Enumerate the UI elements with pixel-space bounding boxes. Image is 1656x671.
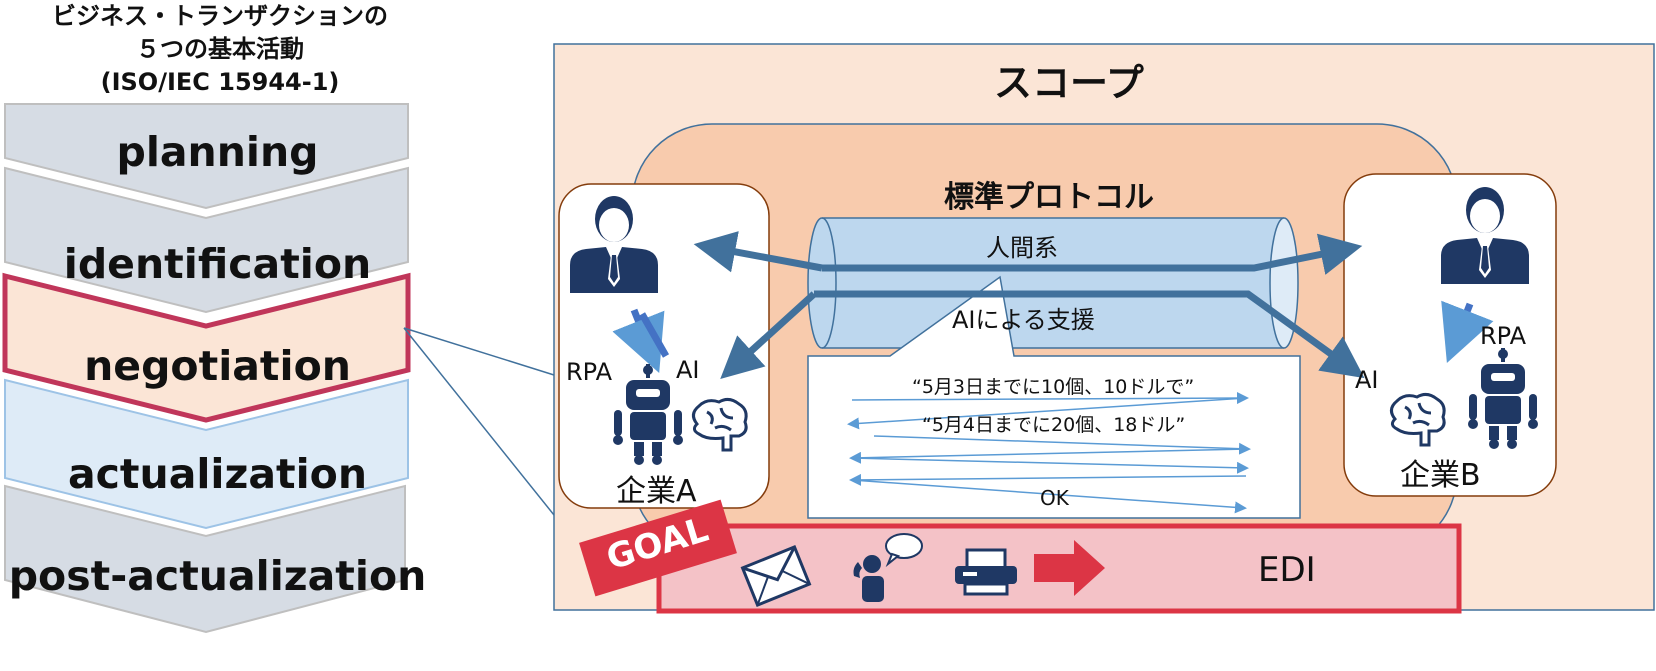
envelope-icon — [740, 545, 812, 607]
company-b-ai-label: AI — [1355, 366, 1379, 394]
ai-flow-arrow — [814, 290, 1365, 379]
robot-icon — [613, 364, 683, 465]
protocol-title: 標準プロトコル — [944, 180, 1154, 215]
step-post-actualization-label: post-actualization — [8, 552, 427, 600]
human-flow-arrow — [822, 233, 1363, 275]
human-channel-label: 人間系 — [986, 234, 1058, 262]
company-a-name: 企業A — [616, 474, 697, 509]
swap-arrows-icon — [612, 308, 670, 373]
callout-line-bottom — [403, 327, 555, 516]
person-icon-b — [1441, 187, 1529, 284]
chevron-planning — [4, 103, 409, 210]
message-arrows — [847, 392, 1251, 514]
scope-title: スコープ — [994, 61, 1144, 105]
company-a-rpa-label: RPA — [566, 358, 613, 386]
swap-arrows-icon-b — [1441, 300, 1494, 364]
phone-person-icon — [853, 533, 923, 602]
company-a-ai-label: AI — [676, 356, 700, 384]
title-line-3: (ISO/IEC 15944-1) — [100, 68, 340, 96]
chevron-actualization — [4, 378, 409, 530]
activity-chevrons — [2, 103, 411, 634]
chevron-identification — [4, 166, 409, 314]
callout-line-top — [403, 327, 555, 376]
arrow-right-icon — [1034, 540, 1105, 596]
edi-label: EDI — [1258, 550, 1316, 590]
goal-badge — [579, 499, 737, 597]
brain-icon-b — [1390, 392, 1446, 447]
message-ok: OK — [1040, 486, 1069, 510]
ai-support-label: AIによる支援 — [952, 306, 1095, 334]
company-b-rpa-label: RPA — [1480, 322, 1527, 350]
title-line-1: ビジネス・トランザクションの — [52, 2, 388, 30]
person-icon — [570, 196, 658, 293]
step-actualization-label: actualization — [67, 450, 368, 498]
fax-icon — [955, 548, 1017, 596]
human-flow-arrow-back — [693, 231, 823, 273]
message-2: “5月4日までに20個、18ドル” — [922, 414, 1186, 436]
step-negotiation-label: negotiation — [84, 342, 351, 390]
brain-icon — [692, 397, 748, 452]
company-b-name: 企業B — [1400, 458, 1481, 493]
message-callout — [807, 275, 1301, 519]
robot-icon-b — [1468, 348, 1538, 449]
chevron-negotiation — [2, 272, 411, 423]
step-planning-label: planning — [116, 128, 319, 176]
title-line-2: ５つの基本活動 — [136, 35, 304, 63]
ai-flow-arrow-back — [720, 291, 817, 380]
chevron-post-actualization — [4, 484, 406, 634]
message-1: “5月3日までに10個、10ドルで” — [912, 376, 1195, 398]
protocol-pipe — [807, 217, 1299, 349]
step-identification-label: identification — [63, 240, 372, 288]
process-title: ビジネス・トランザクションの ５つの基本活動 (ISO/IEC 15944-1) — [20, 0, 420, 99]
